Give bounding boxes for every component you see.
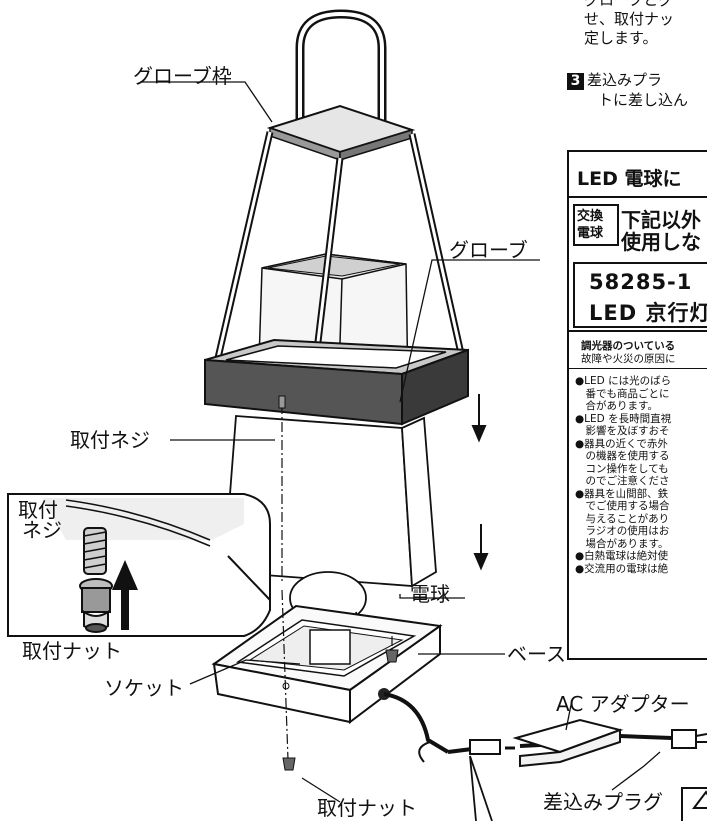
- instruction-step2-line2: せ、取付ナッ: [584, 10, 675, 28]
- bullet-line: ●白熱電球は絶対使: [575, 550, 669, 562]
- bullet-line: ●LED を長時間直視: [575, 412, 672, 425]
- bullet-line: 番でも商品ごとに: [575, 387, 670, 400]
- label-globe-frame: グローブ枠: [133, 64, 232, 88]
- bullet-line: 場合があります。: [575, 537, 669, 550]
- down-arrow-icon: [471, 394, 489, 571]
- bullet-line: ●器具の近くで赤外: [575, 437, 668, 450]
- exchange-badge: 交換 電球: [573, 204, 619, 246]
- instruction-step2-line3: 定します。: [584, 29, 658, 47]
- instruction-step3-line2: トに差し込ん: [598, 91, 689, 109]
- model-name: LED 京行灯: [589, 301, 707, 325]
- ac-adapter-cord: [383, 692, 707, 821]
- base: [211, 604, 443, 725]
- exchange-line1: 下記以外: [621, 208, 701, 232]
- label-bulb: 電球: [410, 582, 450, 606]
- bullet-line: コン操作をしても: [575, 462, 669, 475]
- bullet-line: の機器を使用する: [575, 450, 670, 462]
- label-globe: グローブ: [449, 238, 528, 262]
- inset-label-screw-1: 取付: [18, 498, 58, 522]
- model-box: 58285-1 LED 京行灯: [573, 262, 707, 328]
- label-mount-screw: 取付ネジ: [70, 428, 150, 452]
- badge-line1: 交換: [577, 209, 604, 224]
- badge-line2: 電球: [577, 226, 604, 241]
- label-base: ベース: [507, 642, 566, 666]
- bullet-line: ●交流用の電球は絶: [575, 562, 669, 575]
- inset-label-screw-2: ネジ: [22, 518, 62, 542]
- inset-label-nut: 取付ナット: [22, 639, 122, 663]
- instruction-step2-line1: グローブとグ: [584, 0, 674, 9]
- label-ac-adapter: AC アダプター: [556, 692, 690, 716]
- exchange-box: 交換 電球 下記以外 使用しな: [573, 204, 707, 254]
- bullet-line: 与えることがあり: [575, 512, 670, 525]
- label-plug: 差込みプラグ: [543, 790, 663, 814]
- notice-title: LED 電球に: [577, 168, 682, 190]
- nut-icon: [79, 578, 113, 633]
- dimmer-title: 調光器のついている: [581, 340, 676, 352]
- instruction-step3-text1: 差込みプラ: [587, 71, 663, 89]
- exchange-line2: 使用しな: [621, 230, 701, 254]
- threaded-screw-icon: [83, 527, 107, 575]
- label-socket: ソケット: [104, 676, 184, 700]
- led-bulb-notice-panel: LED 電球に 交換 電球 下記以外 使用しな 58285-1 LED 京行灯 …: [567, 150, 707, 660]
- bullet-line: 影響を及ぼすおそ: [575, 425, 670, 437]
- bullet-line: ●LED には光のばら: [575, 375, 672, 387]
- label-mount-nut: 取付ナット: [317, 796, 417, 820]
- bullet-line: のでご注意くださ: [575, 475, 670, 487]
- step-3-badge: 3: [567, 73, 584, 90]
- bullet-line: 合があります。: [575, 400, 658, 412]
- bullet-line: ●器具を山間部、鉄: [575, 487, 669, 500]
- dimmer-text: 故障や火災の原因に: [581, 353, 676, 365]
- bullet-line: ラジオの使用はお: [575, 525, 670, 537]
- bullet-line: でご使用する場合: [575, 500, 670, 512]
- model-number: 58285-1: [589, 270, 693, 294]
- up-arrow-icon: [112, 560, 138, 630]
